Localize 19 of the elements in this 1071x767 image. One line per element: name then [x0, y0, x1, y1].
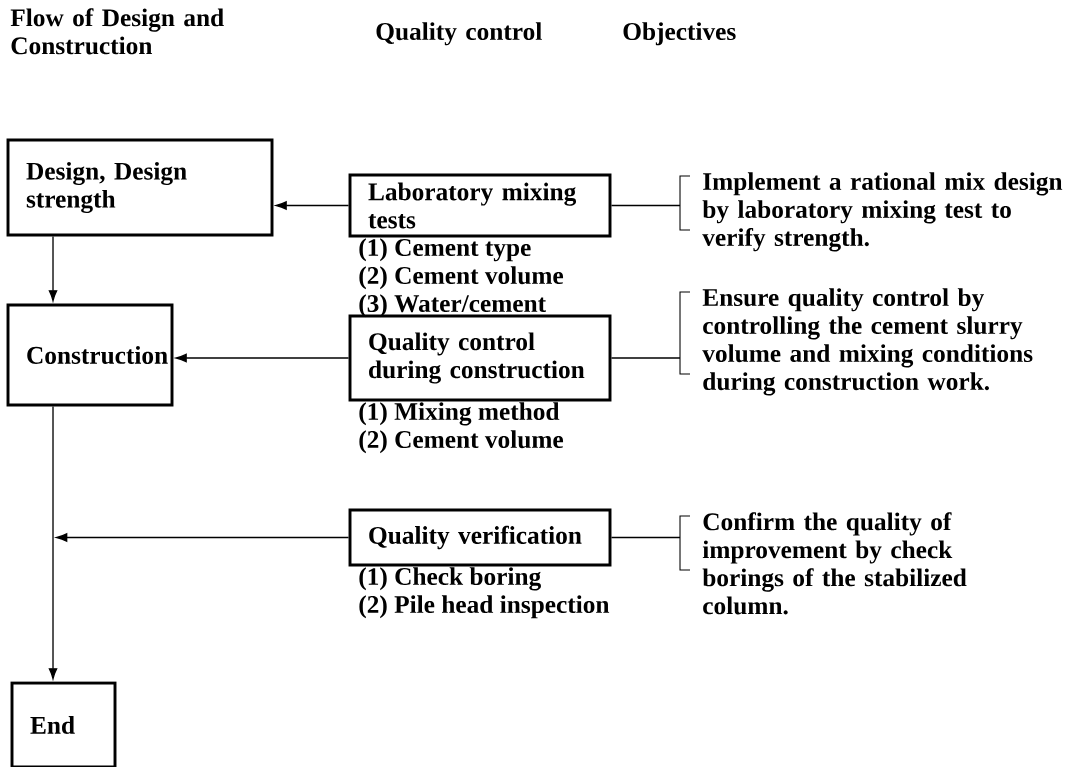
process-box: Laboratory mixing tests [348, 173, 612, 238]
column-heading: Objectives [623, 22, 736, 46]
process-box: Construction [6, 303, 174, 407]
objective-text: Confirm the quality of improvement by check borings of the stabilized column. [702, 512, 967, 615]
column-heading: Quality control [376, 22, 542, 46]
arrow [48, 235, 58, 302]
arrow [275, 201, 350, 210]
process-box: Design, Design strength [6, 138, 274, 237]
arrow [56, 533, 350, 542]
process-box: End [10, 681, 117, 767]
column-heading: Flow of Design and Construction [10, 8, 224, 55]
arrow [48, 405, 58, 680]
process-box: Quality control during construction [348, 314, 612, 402]
objective-text: Ensure quality control by controlling the cement slurry volume and mixing conditions during construction work. [702, 288, 1033, 396]
item-list: (1) Check boring (2) Pile head inspection [359, 567, 610, 619]
objective-text: Implement a rational mix design by laboratory mixing test to verify strength. [702, 172, 1063, 252]
arrow [175, 353, 350, 363]
item-list: (1) Mixing method (2) Cement volume [359, 402, 564, 454]
process-box: Quality verification [348, 508, 612, 567]
